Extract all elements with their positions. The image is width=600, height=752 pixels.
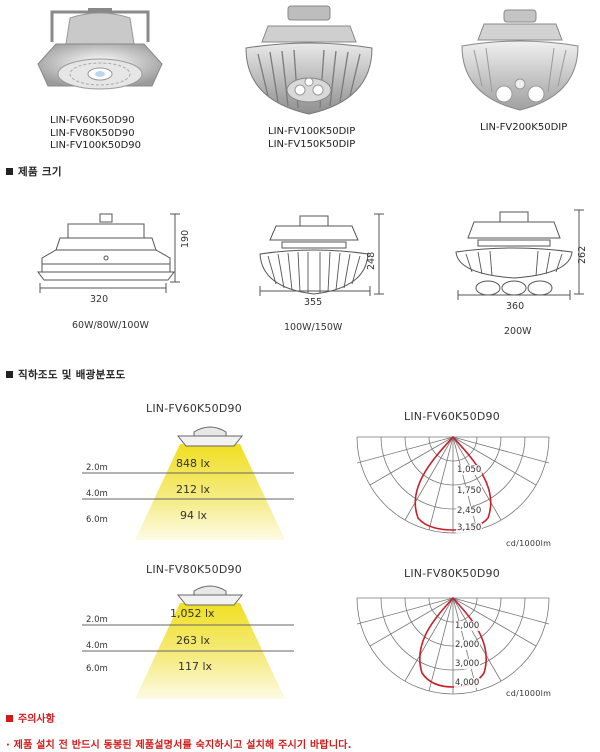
unit-label: cd/1000lm — [506, 539, 552, 548]
lux-value: 263 lx — [176, 634, 211, 647]
distribution-model-title: LIN-FV60K50D90 — [404, 410, 500, 423]
dimension-width: 320 — [90, 294, 109, 305]
ring-label: 2,000 — [454, 640, 481, 650]
lux-value: 848 lx — [176, 457, 211, 470]
ring-label: 1,000 — [454, 621, 481, 631]
caution-marker — [6, 715, 13, 722]
dim-line — [574, 209, 584, 295]
ring-label: 1,750 — [456, 486, 483, 496]
dimension-height: 190 — [180, 229, 191, 248]
ring-label: 3,000 — [454, 659, 481, 669]
distribution-curve — [414, 435, 492, 531]
illuminance-model-title: LIN-FV60K50D90 — [146, 402, 242, 415]
ring-label: 3,150 — [456, 523, 483, 533]
distance-label: 2.0m — [86, 463, 108, 473]
lamp-outline-1 — [37, 213, 175, 281]
distance-label: 4.0m — [86, 489, 108, 499]
dim-line — [170, 213, 180, 283]
lamp-photo-fv60 — [37, 8, 163, 90]
product-model-label: LIN-FV150K50DIP — [268, 138, 356, 150]
ring-label: 4,000 — [454, 678, 481, 688]
ring-label: 1,050 — [456, 465, 483, 475]
distance-lines — [82, 472, 294, 500]
lamp-outline-2 — [259, 215, 369, 295]
light-cone — [135, 426, 285, 540]
dimension-height: 262 — [577, 245, 588, 264]
wattage-label: 60W/80W/100W — [72, 320, 149, 331]
dim-line — [39, 283, 167, 293]
dim-line — [457, 290, 571, 300]
caution-text: · 제품 설치 전 반드시 동봉된 제품설명서를 숙지하시고 설치해 주시기 바… — [6, 740, 352, 751]
distance-label: 2.0m — [86, 615, 108, 625]
wattage-label: 100W/150W — [284, 322, 343, 333]
polar-grid — [356, 596, 550, 695]
distance-lines — [82, 624, 294, 652]
lux-value: 1,052 lx — [170, 607, 215, 620]
distance-label: 6.0m — [86, 515, 108, 525]
product-model-label: LIN-FV100K50D90 — [50, 140, 141, 151]
distribution-model-title: LIN-FV80K50D90 — [404, 567, 500, 580]
product-model-label: LIN-FV200K50DIP — [480, 122, 568, 133]
product-model-label: LIN-FV60K50D90 — [50, 115, 135, 126]
unit-label: cd/1000lm — [506, 689, 552, 698]
polar-grid — [356, 435, 550, 534]
distribution-curve — [419, 596, 487, 688]
lamp-photo-fv200 — [461, 9, 579, 111]
dim-line — [374, 213, 384, 295]
lux-value: 117 lx — [178, 660, 213, 673]
lamp-photo-fv100 — [245, 5, 373, 115]
wattage-label: 200W — [504, 326, 532, 337]
product-model-label: LIN-FV100K50DIP — [268, 126, 356, 137]
distance-label: 4.0m — [86, 641, 108, 651]
dimension-width: 360 — [506, 301, 525, 312]
caution-title: 주의사항 — [6, 710, 55, 725]
section-title-size: 제품 크기 — [6, 164, 62, 179]
dimension-height: 248 — [366, 251, 377, 270]
illuminance-model-title: LIN-FV80K50D90 — [146, 563, 242, 576]
dim-line — [259, 286, 371, 296]
lux-value: 212 lx — [176, 483, 211, 496]
lux-value: 94 lx — [180, 509, 208, 522]
lamp-outline-3 — [455, 211, 573, 296]
product-model-label: LIN-FV80K50D90 — [50, 127, 135, 139]
dimension-width: 355 — [304, 297, 323, 308]
ring-label: 2,450 — [456, 506, 483, 516]
distance-label: 6.0m — [86, 664, 108, 674]
section-title-illuminance: 직하조도 및 배광분포도 — [6, 367, 126, 382]
